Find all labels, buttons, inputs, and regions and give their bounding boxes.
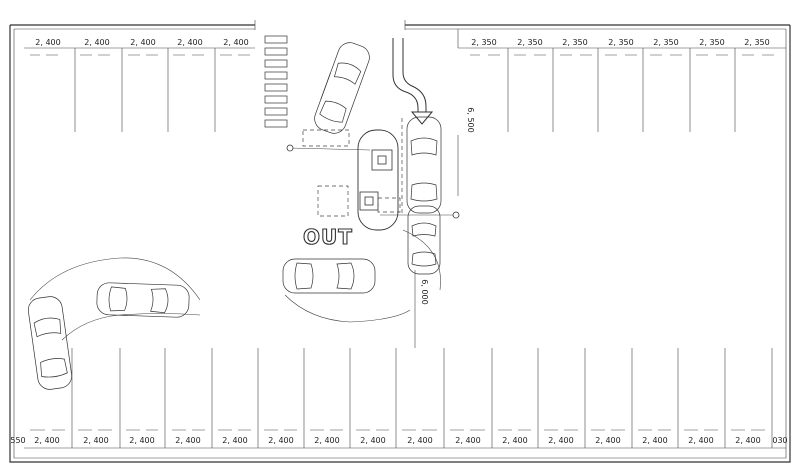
vertical-dimensions — [414, 135, 459, 348]
dim-label: 2, 400 — [130, 38, 155, 47]
dim-label: 2, 400 — [268, 436, 293, 445]
car-entry-lane — [406, 116, 442, 214]
dim-label: 2, 400 — [129, 436, 154, 445]
dim-label: 2, 400 — [455, 436, 480, 445]
dim-label: 2, 400 — [223, 38, 248, 47]
dim-label: 2, 350 — [517, 38, 542, 47]
dim-label: 2, 400 — [688, 436, 713, 445]
dim-label: 2, 350 — [653, 38, 678, 47]
dim-label: 2, 400 — [83, 436, 108, 445]
booth-island — [286, 118, 460, 231]
dim-label: 2, 350 — [562, 38, 587, 47]
dim-label: 2, 350 — [608, 38, 633, 47]
dim-label-end: 550 — [10, 436, 25, 445]
dim-label: 2, 350 — [471, 38, 496, 47]
dim-label: 2, 350 — [699, 38, 724, 47]
car-left-vertical — [27, 296, 73, 390]
vertical-dim-bottom: 6, 000 — [420, 279, 429, 304]
bottom-dim-labels: 550 2, 400 2, 400 2, 400 2, 400 2, 400 2… — [10, 436, 787, 445]
entry-arrow — [392, 38, 434, 125]
out-label: OUT — [303, 225, 353, 249]
dim-label: 2, 400 — [735, 436, 760, 445]
dim-label: 2, 400 — [175, 436, 200, 445]
vertical-dim-top: 6, 500 — [466, 107, 475, 132]
car-top-diagonal — [314, 42, 370, 134]
dim-label: 2, 400 — [548, 436, 573, 445]
car-exit-lane — [407, 205, 441, 275]
top-left-dim-labels: 2, 400 2, 400 2, 400 2, 400 2, 400 — [35, 38, 248, 47]
top-left-stalls — [30, 48, 250, 132]
bottom-stalls — [30, 348, 773, 448]
dim-label: 2, 400 — [642, 436, 667, 445]
top-right-dim-labels: 2, 350 2, 350 2, 350 2, 350 2, 350 2, 35… — [471, 38, 769, 47]
dim-label-end: 030 — [772, 436, 787, 445]
top-right-stalls — [470, 48, 774, 132]
dim-label: 2, 400 — [84, 38, 109, 47]
dim-label: 2, 400 — [407, 436, 432, 445]
dim-label: 2, 400 — [177, 38, 202, 47]
dim-label: 2, 400 — [360, 436, 385, 445]
dim-label: 2, 400 — [595, 436, 620, 445]
dim-label: 2, 350 — [744, 38, 769, 47]
car-left-horizontal — [96, 282, 190, 318]
dim-label: 2, 400 — [502, 436, 527, 445]
dim-label: 2, 400 — [222, 436, 247, 445]
crosswalk — [264, 35, 288, 128]
dim-label: 2, 400 — [34, 436, 59, 445]
turning-arcs — [29, 229, 441, 341]
lot-boundary — [9, 20, 791, 463]
car-center-horizontal — [282, 258, 376, 294]
dim-label: 2, 400 — [35, 38, 60, 47]
dim-label: 2, 400 — [314, 436, 339, 445]
